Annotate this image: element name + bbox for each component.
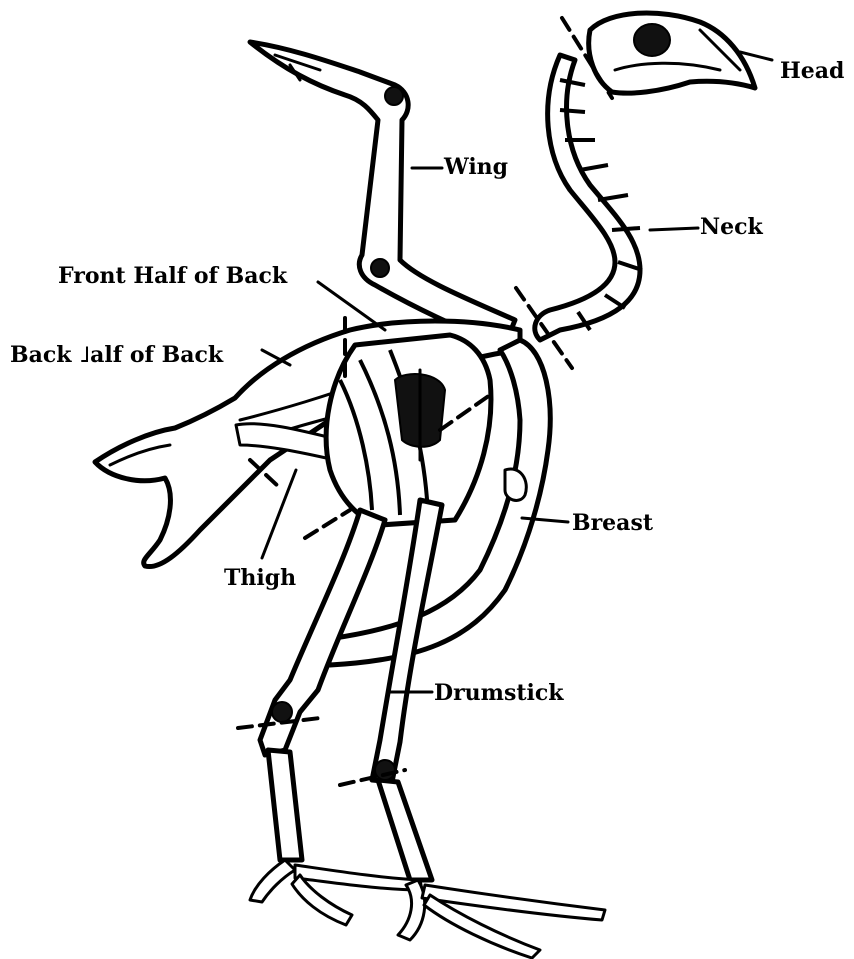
wing-bones [250, 42, 515, 345]
label-drumstick: Drumstick [434, 682, 564, 704]
skull [589, 13, 755, 93]
label-breast: Breast [572, 512, 653, 534]
label-wing: Wing [444, 156, 508, 178]
label-head: Head [780, 60, 844, 82]
label-front-half-of-back: Front Half of Back [58, 265, 287, 287]
label-thigh: Thigh [224, 567, 296, 589]
rib-cage [326, 335, 491, 525]
label-neck: Neck [700, 216, 763, 238]
leg-bones [260, 500, 442, 880]
label-back-half-of-back: Back ˩alf of Back [10, 344, 223, 366]
neck-vertebrae [535, 55, 642, 340]
